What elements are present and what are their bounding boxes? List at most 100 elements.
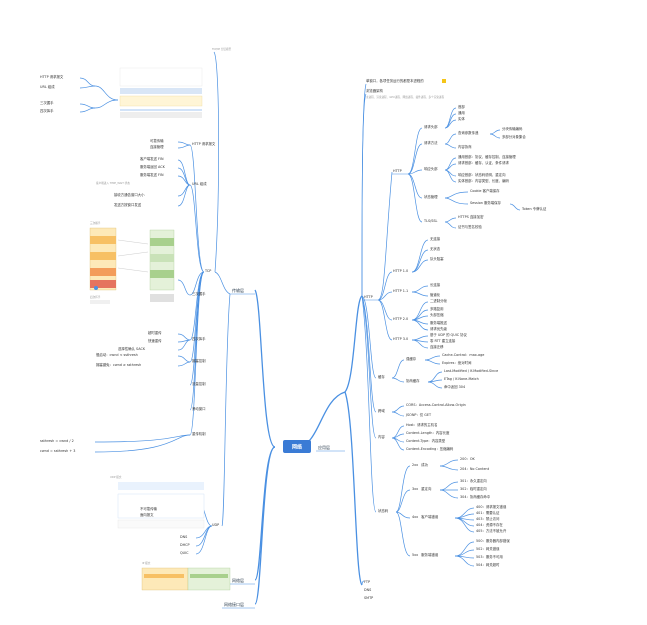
header-leaf: 首部 (458, 104, 465, 109)
udp-item: DHCP (180, 543, 190, 547)
left-label: 四次挥手 (40, 108, 54, 113)
cache-leaf: Expires：绝对时间 (442, 360, 472, 365)
tcp-item: 连接管理 (150, 144, 164, 149)
content-leaf: Content-Type：内容类型 (406, 438, 446, 443)
request-method-node: 请求方法 (424, 140, 438, 145)
content-group[interactable]: 内容 Host：请求的主机名 Content-Length：内容长度 Conte… (361, 295, 454, 451)
tls-node: TLS/SSL (423, 219, 438, 223)
status-leaf: 304：协商缓存命中 (460, 494, 491, 499)
dns-node: DNS (364, 588, 371, 592)
state-leaf: Session 服务端保存 (470, 200, 502, 205)
status-3xx-name: 重定向 (421, 486, 432, 491)
close-note: 服务端发送 FIN (140, 172, 164, 177)
branch-link-layer[interactable]: 网络接口层 (222, 601, 255, 609)
header-leaf: 通用 (458, 110, 465, 115)
branch-transport-layer[interactable]: 传输层 (230, 287, 255, 295)
branch-network-layer[interactable]: 网络层 (230, 577, 255, 585)
tcp-item: URL 组成 (192, 181, 207, 186)
cache-group[interactable]: 缓存 强缓存 协商缓存 Cache-Control：max-age Expire… (361, 295, 498, 389)
version-leaf: 无连接 (430, 236, 441, 241)
wave-title: 四次挥手 (90, 295, 101, 299)
root-label: 网络 (292, 444, 302, 451)
other-app-protocols[interactable]: FTP DNS SMTP (361, 580, 373, 600)
tcp-item: 可靠传输 (150, 138, 164, 143)
app-note-1: 单窗口，各项任务运行的都是本进程的 (366, 78, 424, 83)
ftp-node: FTP (364, 580, 370, 584)
smtp-node: SMTP (364, 596, 373, 600)
version-leaf: 无状态 (430, 246, 441, 251)
udp-group[interactable]: UDP 无连接 DNS DHCP QUIC UDP 报文 不可靠传输 面向报文 (110, 293, 231, 555)
tls-leaf: 证书与签名校验 (458, 224, 482, 229)
status-2xx-code: 2xx (412, 463, 418, 467)
fast-recovery-item: ssthresh = cwnd / 2 (40, 439, 74, 443)
tcp-node: TCP (204, 269, 211, 273)
cache-leaf: Last-Modified / If-Modified-Since (444, 369, 498, 373)
status-4xx-code: 4xx (412, 515, 418, 519)
branch-app-layer[interactable]: 应用层 (316, 444, 345, 452)
http-node: HTTP (364, 295, 373, 299)
method-leaf: 内容协商 (458, 144, 472, 149)
version-leaf: 头部压缩 (430, 312, 444, 317)
cross-origin-group[interactable]: 跨域 CORS：Access-Control-Allow-Origin JSON… (361, 295, 466, 417)
network-figure: IP 报文 (141, 561, 231, 591)
cwnd-item: 慢启动：cwnd < ssthresh (96, 352, 138, 357)
cross-origin-leaf: JSONP：仅 GET (405, 412, 432, 417)
version-leaf: 多路复用 (430, 306, 444, 311)
retrans-item: 快速重传 (148, 338, 162, 343)
http30-node: HTTP 3.0 (393, 337, 408, 341)
left-label: URL 组成 (40, 84, 55, 89)
tcp-top-note: TCP/IP 分层模型 (212, 47, 232, 51)
status-3xx-code: 3xx (412, 487, 418, 491)
tcp-group[interactable]: TCP TCP/IP 分层模型 HTTP 请求报文 URL 组成 三次握手 四次… (40, 47, 232, 453)
state-mgmt-node: 状态管理 (424, 194, 438, 199)
status-5xx-code: 5xx (412, 553, 418, 557)
version-leaf: 请求优先级 (430, 326, 448, 331)
version-leaf: 队头阻塞 (430, 256, 444, 261)
main-edges (254, 289, 363, 605)
version-leaf: 基于 UDP 的 QUIC 协议 (430, 332, 468, 337)
ip-figure-title: IP 报文 (142, 561, 151, 565)
request-headers-node: 请求头部 (424, 124, 438, 129)
status-5xx-name: 服务端错误 (421, 552, 439, 557)
response-headers-node: 响应头部 (424, 166, 438, 171)
udp-item: 不可靠传输 (140, 506, 158, 511)
left-label: HTTP 请求报文 (40, 74, 64, 79)
tcp-item: 滑动窗口 (192, 406, 206, 411)
status-leaf: 301：永久重定向 (460, 478, 487, 483)
left-label: 三次握手 (40, 100, 54, 105)
tcp-item: 重传机制 (192, 431, 206, 436)
http-sub-node: HTTP (393, 169, 402, 173)
status-leaf: 204：No Content (460, 467, 490, 471)
response-leaf: 实体首部：内容类型、长度、编码 (458, 178, 509, 183)
retrans-item: 超时重传 (148, 330, 162, 335)
app-note-3: 主进程、渲染进程、GPU进程、网络进程、插件进程、多个渲染进程 (366, 95, 445, 99)
http20-node: HTTP 2.0 (393, 317, 408, 321)
response-leaf: 响应首部：状态码说明、重定向 (458, 172, 506, 177)
cache-leaf: Cache-Control：max-age (442, 353, 484, 357)
method-leaf: 查询参数传递 (458, 130, 479, 135)
app-note-2: 浏览器架构 (366, 88, 384, 93)
tcp-item: HTTP 请求报文 (192, 141, 216, 146)
status-leaf: 302：临时重定向 (460, 486, 487, 491)
version-leaf: 服务端推送 (430, 320, 448, 325)
version-leaf: 零 RTT 建立连接 (430, 338, 456, 343)
close-note: 服务端返回 ACK (140, 164, 166, 169)
status-leaf: 404：资源不存在 (476, 522, 503, 527)
http-group[interactable]: HTTP HTTP 请求头部 请求方法 响应头部 状态管理 TLS/SSL 首部… (362, 104, 547, 349)
version-leaf: 管道化 (430, 292, 441, 297)
udp-item: 面向报文 (140, 512, 154, 517)
status-node: 状态码 (378, 508, 389, 513)
app-layer-label: 应用层 (318, 444, 330, 450)
root-node[interactable]: 网络 (283, 440, 311, 453)
version-leaf: 连接迁移 (430, 344, 444, 349)
method-leaf: 多部分对象集合 (502, 134, 526, 139)
cache-node: 缓存 (378, 374, 385, 379)
version-leaf: 长连接 (430, 282, 441, 287)
fast-recovery-item: cwnd = ssthresh + 3 (40, 449, 75, 453)
handshake-title: 三次握手 (90, 221, 101, 225)
status-leaf: 405：方法不被允许 (476, 528, 507, 533)
